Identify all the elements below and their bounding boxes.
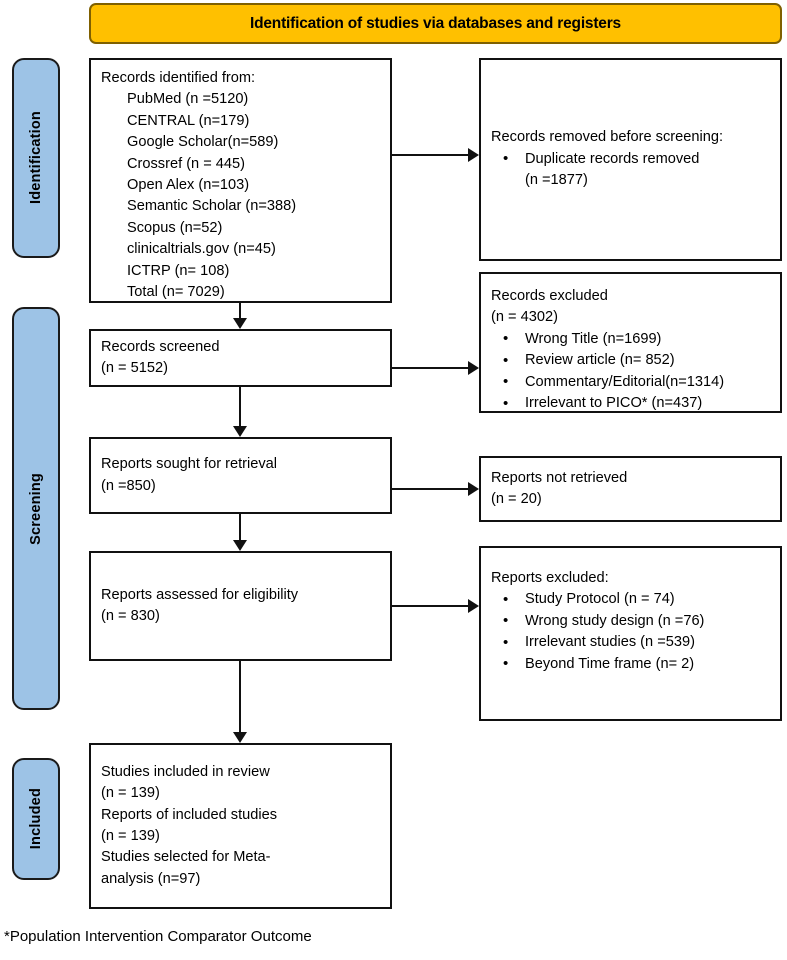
connector-arrow-down — [233, 318, 247, 329]
duplicate-records-removed-label: Duplicate records removed — [525, 150, 700, 167]
reports-assessed-count: (n = 830) — [101, 608, 160, 624]
source-google-scholar: Google Scholar(n=589) — [127, 134, 279, 151]
banner-title: Identification of studies via databases … — [250, 14, 621, 32]
source-central: CENTRAL (n=179) — [127, 112, 250, 129]
records-identified-heading: Records identified from: — [101, 70, 256, 86]
connector-arrow-right — [468, 361, 479, 375]
list-item: Wrong study design (n =76) — [503, 610, 772, 632]
records-removed-heading-plain: Records removed — [491, 129, 611, 146]
studies-meta-analysis-count: analysis (n=97) — [101, 870, 201, 887]
connector-line — [239, 661, 242, 732]
records-excluded-count: (n = 4302) — [491, 309, 558, 326]
diagram-banner: Identification of studies via databases … — [89, 3, 782, 44]
reports-of-included-studies-label: Reports of included studies — [101, 806, 278, 823]
source-crossref: Crossref (n = 445) — [127, 155, 246, 172]
connector-arrow-right — [468, 482, 479, 496]
reports-excluded-list: Study Protocol (n = 74) Wrong study desi… — [491, 589, 772, 675]
connector-line — [392, 605, 469, 608]
source-open-alex: Open Alex (n=103) — [127, 177, 250, 194]
reports-assessed-label: Reports assessed for eligibility — [101, 586, 299, 603]
records-screened-label: Records screened — [101, 338, 220, 355]
list-item: Beyond Time frame (n= 2) — [503, 653, 772, 675]
list-item: Irrelevant to PICO* (n=437) — [503, 393, 772, 415]
box-studies-included: Studies included in review (n = 139) Rep… — [89, 743, 392, 909]
list-item: Irrelevant studies (n =539) — [503, 632, 772, 654]
reports-of-included-studies-count: (n = 139) — [101, 828, 160, 844]
records-excluded-label: Records excluded — [491, 288, 608, 304]
list-item: Commentary/Editorial(n=1314) — [503, 371, 772, 393]
box-reports-not-retrieved: Reports not retrieved (n = 20) — [479, 456, 782, 522]
reports-not-retrieved-count: (n = 20) — [491, 491, 542, 507]
footnote-pico: *Population Intervention Comparator Outc… — [4, 928, 312, 945]
connector-arrow-down — [233, 732, 247, 743]
box-records-identified: Records identified from: PubMed (n =5120… — [89, 58, 392, 303]
box-records-excluded: Records excluded (n = 4302) Wrong Title … — [479, 272, 782, 415]
reports-excluded-heading: Reports excluded: — [491, 570, 609, 586]
box-reports-sought-for-retrieval: Reports sought for retrieval (n =850) — [89, 437, 392, 514]
records-screened-count: (n = 5152) — [101, 360, 168, 376]
list-item: Duplicate records removed (n =1877) — [503, 148, 772, 192]
connector-arrow-right — [468, 599, 479, 613]
connector-line — [392, 488, 469, 491]
list-item: Review article (n= 852) — [503, 350, 772, 372]
connector-arrow-down — [233, 540, 247, 551]
records-removed-heading-italic: before screening — [610, 129, 719, 146]
studies-meta-analysis-label: Studies selected for Meta- — [101, 849, 271, 866]
stage-label-screening: Screening — [12, 307, 60, 710]
duplicate-records-removed-count: (n =1877) — [525, 172, 588, 189]
records-removed-heading: Records removed before screening: — [491, 127, 772, 148]
stage-label-identification: Identification — [12, 58, 60, 258]
box-reports-assessed-for-eligibility: Reports assessed for eligibility (n = 83… — [89, 551, 392, 661]
stage-label-text: Identification — [28, 111, 44, 205]
connector-line — [392, 367, 469, 370]
box-reports-excluded: Reports excluded: Study Protocol (n = 74… — [479, 546, 782, 721]
connector-line — [239, 303, 242, 319]
source-semantic-scholar: Semantic Scholar (n=388) — [127, 198, 297, 215]
stage-label-text: Screening — [28, 472, 44, 545]
reports-not-retrieved-label: Reports not retrieved — [491, 469, 628, 486]
reports-sought-count: (n =850) — [101, 477, 156, 494]
source-scopus: Scopus (n=52) — [127, 219, 223, 236]
source-pubmed: PubMed (n =5120) — [127, 91, 249, 108]
records-excluded-list: Wrong Title (n=1699) Review article (n= … — [491, 328, 772, 415]
connector-line — [239, 387, 242, 426]
list-item: Wrong Title (n=1699) — [503, 328, 772, 350]
source-ictrp: ICTRP (n= 108) — [127, 262, 230, 279]
studies-included-review-label: Studies included in review — [101, 763, 270, 780]
reports-sought-label: Reports sought for retrieval — [101, 456, 278, 473]
connector-arrow-down — [233, 426, 247, 437]
box-records-screened: Records screened (n = 5152) — [89, 329, 392, 387]
connector-line — [239, 514, 242, 540]
box-records-removed-before-screening: Records removed before screening: Duplic… — [479, 58, 782, 261]
studies-included-review-count: (n = 139) — [101, 785, 160, 802]
stage-label-text: Included — [28, 788, 44, 850]
connector-arrow-right — [468, 148, 479, 162]
source-clinicaltrials-gov: clinicaltrials.gov (n=45) — [127, 241, 276, 258]
list-item: Study Protocol (n = 74) — [503, 589, 772, 611]
stage-label-included: Included — [12, 758, 60, 880]
records-removed-list: Duplicate records removed (n =1877) — [491, 148, 772, 192]
connector-line — [392, 154, 469, 157]
records-removed-heading-tail: : — [718, 129, 724, 146]
source-total: Total (n= 7029) — [127, 284, 225, 301]
